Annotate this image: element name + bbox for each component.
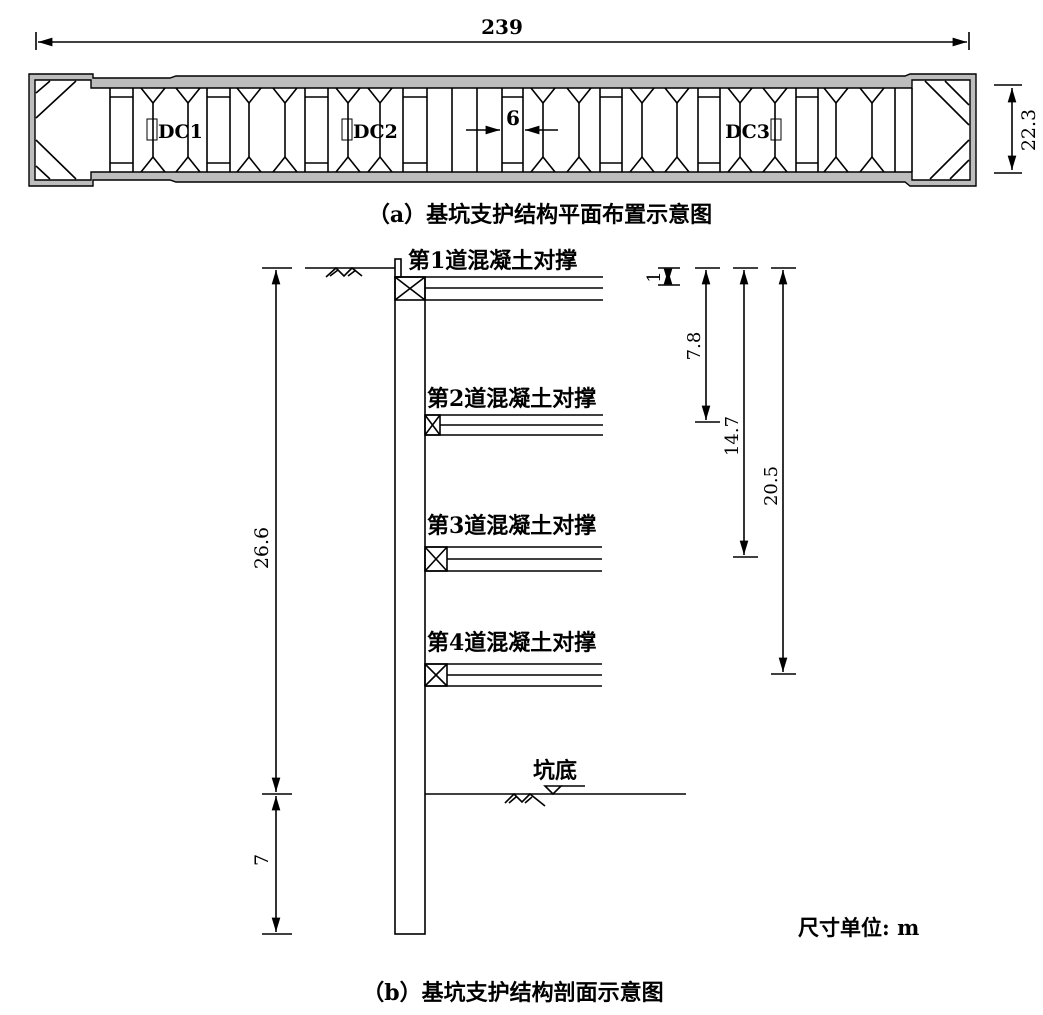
brace-line [152,156,166,173]
strut-depth-dimensions: 1 7.8 14.7 20.5 [644,267,796,675]
brace-line [774,87,788,104]
brace-line [542,87,556,104]
excavation-depth-label: 26.6 [251,527,273,569]
brace-line [676,156,690,173]
brace-line [347,87,361,104]
brace-line [859,87,873,104]
spacing-dimension: 6 [466,106,558,135]
brace-line [379,87,393,104]
length-label: 239 [481,15,523,39]
strut-4: 第4道混凝土对撑 [424,630,602,687]
embedment-depth-label: 7 [251,854,273,866]
brace-line [727,156,741,173]
strut-2-label: 第2道混凝土对撑 [427,386,596,412]
brace-line [140,156,154,173]
level-marker-icon [543,785,585,796]
brace-line [152,87,166,104]
spacing-label: 6 [506,106,520,130]
strut-1-label: 第1道混凝土对撑 [408,248,577,274]
brace-line [284,87,298,104]
brace-line [248,87,262,104]
brace-line [871,156,885,173]
brace-line [530,156,544,173]
brace-line [823,87,837,104]
brace-line [664,87,678,104]
brace-line [272,87,286,104]
dc2-marker [341,118,353,141]
brace-line [284,156,298,173]
depth-2-label: 7.8 [684,332,705,361]
unit-label: 尺寸单位: m [798,915,919,940]
brace-line [236,87,250,104]
strut-4-label: 第4道混凝土对撑 [427,630,596,656]
brace-line [566,156,580,173]
brace-line [823,156,837,173]
brace-line [335,156,349,173]
plan-view: 239 DC1 DC2 DC3 6 [28,15,1040,228]
strut-1: 第1道混凝土对撑 [394,248,603,301]
section-caption: （b）基坑支护结构剖面示意图 [362,980,663,1006]
brace-line [629,87,643,104]
dc3-marker [770,118,782,141]
brace-line [727,87,741,104]
diaphragm-wall [394,276,426,935]
brace-line [272,156,286,173]
brace-line [835,156,849,173]
point-dc1: DC1 [158,121,203,143]
width-dimension: 22.3 [994,84,1040,174]
brace-line [236,156,250,173]
brace-line [566,87,580,104]
soil-hatch-icon [325,266,363,278]
depth-3-label: 14.7 [722,416,743,456]
brace-line [530,87,544,104]
strut-3: 第3道混凝土对撑 [424,513,602,572]
brace-line [774,156,788,173]
brace-line [641,156,655,173]
brace-line [762,156,776,173]
brace-line [248,156,262,173]
brace-line [859,156,873,173]
strut-3-label: 第3道混凝土对撑 [427,513,596,539]
plan-struts [109,87,896,173]
section-view: 第1道混凝土对撑 第2道混凝土对撑 第3道混凝土对撑 第4道混凝土对撑 [251,248,919,1006]
brace-line [739,156,753,173]
brace-line [335,87,349,104]
brace-line [542,156,556,173]
width-label: 22.3 [1018,109,1040,151]
brace-line [739,87,753,104]
brace-line [187,156,201,173]
brace-line [641,87,655,104]
brace-line [187,87,201,104]
left-corner-braces [35,80,77,180]
brace-line [367,156,381,173]
excavation-depth-dimension: 26.6 7 [251,267,292,935]
brace-line [578,156,592,173]
brace-line [140,87,154,104]
point-dc2: DC2 [353,121,398,143]
brace-line [664,156,678,173]
brace-line [175,87,189,104]
brace-line [367,87,381,104]
right-corner-braces [911,80,970,180]
brace-line [871,87,885,104]
wall-cap [394,258,402,278]
brace-line [175,156,189,173]
pit-bottom-hatch-icon [504,792,546,807]
length-dimension: 239 [35,15,970,50]
strut-2: 第2道混凝土对撑 [424,386,603,436]
dc1-marker [146,118,158,141]
brace-line [347,156,361,173]
brace-line [762,87,776,104]
brace-line [629,156,643,173]
brace-line [578,87,592,104]
point-dc3: DC3 [725,121,770,143]
brace-line [379,156,393,173]
depth-1-label: 1 [644,271,665,282]
brace-line [676,87,690,104]
pit-bottom-label: 坑底 [533,758,577,784]
brace-line [835,87,849,104]
depth-4-label: 20.5 [761,466,782,506]
plan-caption: （a）基坑支护结构平面布置示意图 [368,202,712,228]
